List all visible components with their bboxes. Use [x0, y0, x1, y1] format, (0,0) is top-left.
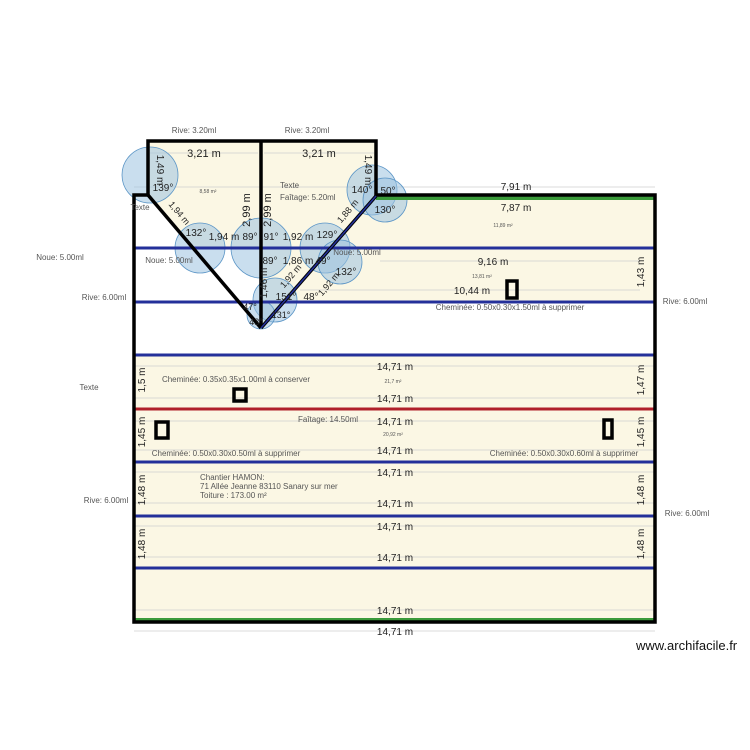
- dimension-label: 1,45 m: [636, 417, 647, 448]
- edge-label: Rive: 6.00ml: [663, 297, 708, 306]
- note-label: Texte: [130, 203, 150, 212]
- note-label: Texte: [280, 181, 300, 190]
- dimension-label: 1,5 m: [137, 367, 148, 392]
- wall-outline: [132, 193, 657, 624]
- note-label: Chantier HAMON:: [200, 473, 264, 482]
- dimension-label: 7,91 m: [501, 182, 532, 193]
- dimension-label: 2,99 m: [241, 193, 253, 227]
- hip-line: [260, 195, 377, 329]
- roof-lines: [132, 139, 657, 624]
- chimney[interactable]: [232, 387, 248, 403]
- note-label: Cheminée: 0.35x0.35x1.00ml à conserver: [162, 375, 310, 384]
- edge-label: Faîtage: 5.20ml: [280, 193, 336, 202]
- note-label: Cheminée: 0.50x0.30x0.50ml à supprimer: [152, 449, 301, 458]
- edge-label: Rive: 6.00ml: [665, 509, 710, 518]
- dimension-label: 14,71 m: [377, 522, 413, 533]
- dimension-label: 14,71 m: [377, 362, 413, 373]
- wall-diagonal: [146, 193, 263, 330]
- dimension-label: 14,71 m: [377, 468, 413, 479]
- angle-label: 48°: [303, 292, 318, 303]
- chimney[interactable]: [154, 420, 170, 440]
- angle-arc: [121, 146, 179, 204]
- angle-label: 140°: [352, 185, 373, 196]
- dimension-label: 1,47 m: [636, 365, 647, 396]
- angle-label: 132°: [186, 228, 207, 239]
- area-label: 8,58 m²: [200, 189, 217, 195]
- dimension-label: 1,46 m: [259, 268, 270, 299]
- note-label: Texte: [79, 383, 99, 392]
- edge-label: Noue: 5.00ml: [36, 253, 84, 262]
- dimension-label: 9,16 m: [478, 257, 509, 268]
- dimension-label: 14,71 m: [377, 499, 413, 510]
- dimension-label: 14,71 m: [377, 553, 413, 564]
- dimension-label: 1,48 m: [137, 475, 148, 506]
- dimension-label: 1,49 m: [362, 155, 373, 186]
- angle-label: 49°: [315, 256, 330, 267]
- dimension-label: 1,48 m: [137, 529, 148, 560]
- dimension-label: 1,94 m: [209, 232, 240, 243]
- dimension-label: 7,87 m: [501, 203, 532, 214]
- dimension-label: 1,48 m: [636, 475, 647, 506]
- dimension-guides: [134, 152, 655, 632]
- angle-label: 43°: [249, 317, 263, 327]
- dimension-label: 1,86 m: [283, 256, 314, 267]
- labels: Rive: 3.20ml Rive: 3.20ml 3,21 m 3,21 m 1,49…: [36, 126, 709, 638]
- angle-label: 131°: [272, 310, 291, 320]
- angle-label: 50°: [380, 186, 395, 197]
- watermark: www.archifacile.fr: [636, 638, 738, 653]
- dimension-label: 14,71 m: [377, 417, 413, 428]
- chimney[interactable]: [505, 279, 519, 300]
- area-label: 21,7 m²: [385, 379, 402, 385]
- edge-label: Rive: 6.00ml: [82, 293, 127, 302]
- dimension-label: 1,43 m: [636, 257, 647, 288]
- angle-label: 151°: [276, 292, 297, 303]
- edge-label: Noue: 5.00ml: [333, 248, 381, 257]
- note-label: Cheminée: 0.50x0.30x1.50ml à supprimer: [436, 303, 585, 312]
- edge-label: Rive: 6.00ml: [84, 496, 129, 505]
- chimney[interactable]: [602, 418, 614, 440]
- dimension-label: 14,71 m: [377, 446, 413, 457]
- angle-label: 130°: [375, 205, 396, 216]
- dimension-label: 2,99 m: [262, 193, 274, 227]
- angle-label: 132°: [336, 267, 357, 278]
- edge-label: Faîtage: 14.50ml: [298, 415, 358, 424]
- note-label: Toiture : 173.00 m²: [200, 491, 267, 500]
- surface-lower[interactable]: [134, 355, 655, 620]
- edge-label: Rive: 3.20ml: [172, 126, 217, 135]
- angle-label: 89°: [242, 232, 257, 243]
- angle-label: 129°: [317, 230, 338, 241]
- chimneys: [154, 279, 614, 440]
- dimension-label: 3,21 m: [187, 148, 221, 160]
- dimension-label: 1,92 m: [283, 232, 314, 243]
- dimension-label: 14,71 m: [377, 606, 413, 617]
- angle-label: 89°: [262, 256, 277, 267]
- note-label: Cheminée: 0.50x0.30x0.60ml à supprimer: [490, 449, 639, 458]
- note-label: 71 Allée Jeanne 83110 Sanary sur mer: [200, 482, 338, 491]
- dimension-label: 1,49 m: [154, 155, 165, 186]
- angle-label: 139°: [153, 183, 174, 194]
- dimension-label: 14,71 m: [377, 627, 413, 638]
- dimension-label: 1,48 m: [636, 529, 647, 560]
- angle-label: 91°: [263, 232, 278, 243]
- dimension-label: 14,71 m: [377, 394, 413, 405]
- area-label: 11,89 m²: [493, 223, 513, 229]
- edge-label: Rive: 3.20ml: [285, 126, 330, 135]
- dimension-label: 3,21 m: [302, 148, 336, 160]
- angle-label: 47°: [243, 302, 257, 312]
- dimension-label: 10,44 m: [454, 286, 490, 297]
- area-label: 13,81 m²: [472, 274, 492, 280]
- dimension-label: 1,45 m: [137, 417, 148, 448]
- area-label: 20,92 m²: [383, 432, 403, 438]
- edge-label: Noue: 5.00ml: [145, 256, 193, 265]
